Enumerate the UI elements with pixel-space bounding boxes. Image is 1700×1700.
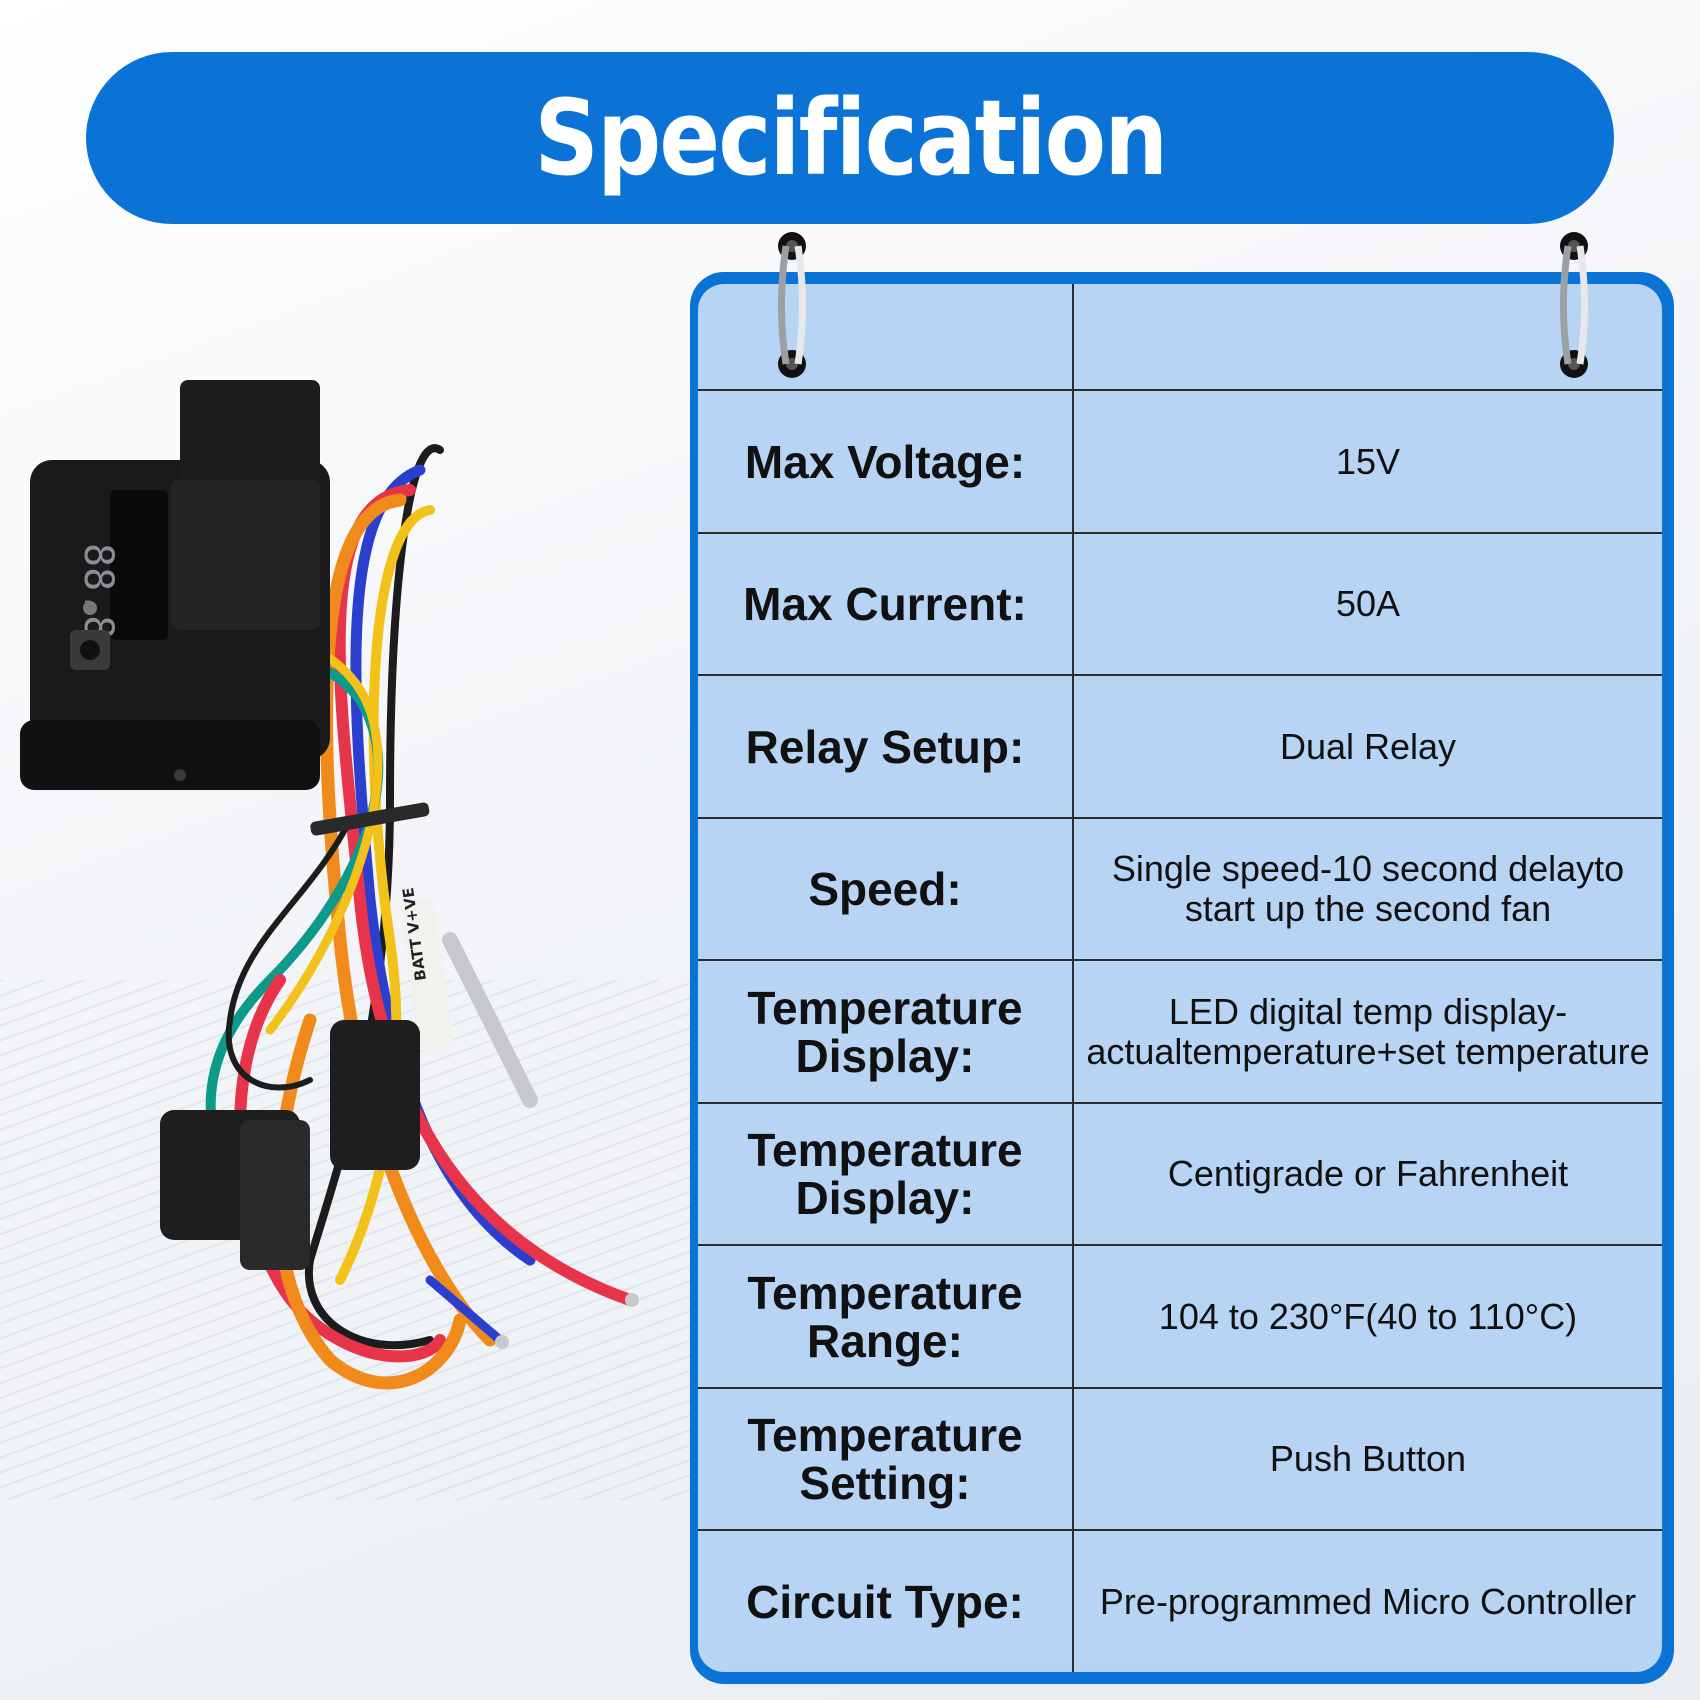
- spec-label: Max Voltage:: [698, 389, 1074, 534]
- table-header-row: [698, 284, 1662, 392]
- table-row: Speed: Single speed-10 second delayto st…: [698, 816, 1662, 962]
- spec-label: Temperature Setting:: [698, 1386, 1074, 1532]
- table-row: Max Voltage: 15V: [698, 389, 1662, 534]
- spec-label: Temperature Display:: [698, 959, 1074, 1104]
- spec-board: Max Voltage: 15V Max Current: 50A Relay …: [690, 272, 1674, 1684]
- spec-table: Max Voltage: 15V Max Current: 50A Relay …: [698, 284, 1662, 1672]
- spec-value: Push Button: [1072, 1386, 1662, 1532]
- spec-value: LED digital temp display-actualtemperatu…: [1072, 959, 1662, 1104]
- spec-value: 50A: [1072, 531, 1662, 677]
- table-row: Max Current: 50A: [698, 531, 1662, 677]
- spec-value: Centigrade or Fahrenheit: [1072, 1101, 1662, 1247]
- ring-hanger-right: [1560, 232, 1588, 378]
- table-row: Circuit Type: Pre-programmed Micro Contr…: [698, 1529, 1662, 1672]
- header-cell-left: [698, 284, 1074, 392]
- spec-value: Pre-programmed Micro Controller: [1072, 1529, 1662, 1672]
- table-row: Temperature Display: Centigrade or Fahre…: [698, 1101, 1662, 1247]
- spec-label: Temperature Display:: [698, 1101, 1074, 1247]
- specification-banner: Specification: [86, 52, 1614, 224]
- spec-value: Single speed-10 second delayto start up …: [1072, 816, 1662, 962]
- spec-label: Speed:: [698, 816, 1074, 962]
- table-row: Relay Setup: Dual Relay: [698, 674, 1662, 819]
- ring-hanger-left: [778, 232, 806, 378]
- spec-value: Dual Relay: [1072, 674, 1662, 819]
- spec-value: 15V: [1072, 389, 1662, 534]
- spec-value: 104 to 230°F(40 to 110°C): [1072, 1244, 1662, 1389]
- spec-label: Max Current:: [698, 531, 1074, 677]
- table-row: Temperature Setting: Push Button: [698, 1386, 1662, 1532]
- table-row: Temperature Range: 104 to 230°F(40 to 11…: [698, 1244, 1662, 1389]
- spec-label: Temperature Range:: [698, 1244, 1074, 1389]
- led-display: 88.8: [75, 543, 121, 639]
- spec-label: Circuit Type:: [698, 1529, 1074, 1672]
- banner-title: Specification: [534, 77, 1168, 199]
- table-row: Temperature Display: LED digital temp di…: [698, 959, 1662, 1104]
- product-image: BATT V+VE 88.8: [20, 380, 639, 1390]
- spec-label: Relay Setup:: [698, 674, 1074, 819]
